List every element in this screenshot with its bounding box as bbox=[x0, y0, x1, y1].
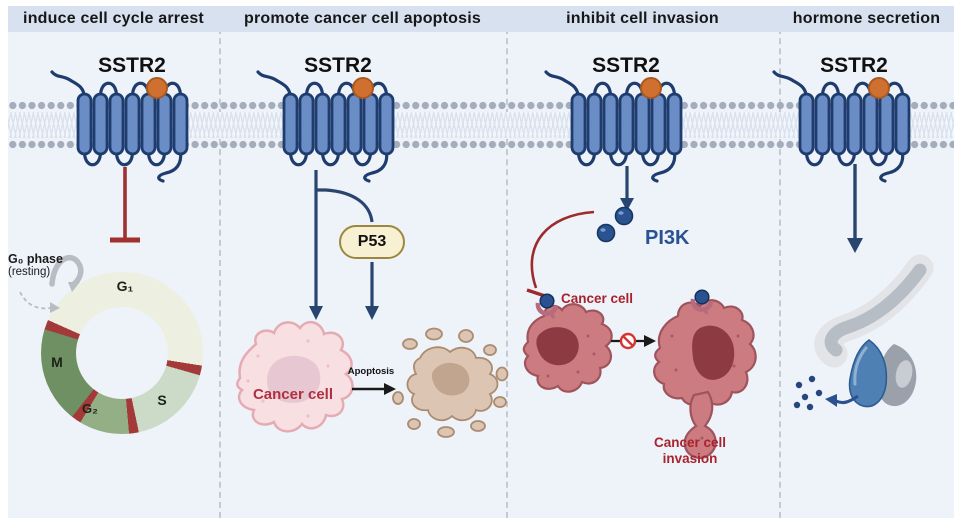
apoptosis-label: Apoptosis bbox=[347, 366, 395, 377]
pathway-graphics bbox=[19, 70, 934, 459]
receptor-bound-ligand bbox=[694, 289, 710, 305]
inhibition-tbar-arrow bbox=[110, 167, 140, 243]
panel-divider bbox=[219, 8, 221, 518]
g0-phase-text: G₀ phase bbox=[8, 252, 63, 266]
apoptosis-arrow bbox=[352, 383, 396, 395]
sstr2-receptor bbox=[50, 70, 189, 183]
arrowhead bbox=[365, 306, 379, 320]
p53-label: P53 bbox=[357, 233, 387, 250]
cancer-cell-label: Cancer cell bbox=[252, 386, 334, 403]
cancer-cell-with-receptor bbox=[522, 293, 613, 393]
receptor-label-sstr2: SSTR2 bbox=[820, 54, 888, 77]
apoptotic-cell-debris bbox=[392, 327, 509, 438]
panel-header-cell-cycle-arrest: induce cell cycle arrest bbox=[8, 6, 219, 32]
receptor-label-sstr2: SSTR2 bbox=[592, 54, 660, 77]
g0-resting-text: (resting) bbox=[8, 266, 51, 278]
cancer-cell bbox=[236, 320, 354, 433]
hormone-dots bbox=[793, 375, 823, 411]
panel-header-apoptosis: promote cancer cell apoptosis bbox=[219, 6, 506, 32]
pi3k-signal-arrow bbox=[620, 166, 634, 211]
hormone-secretion-arrow bbox=[825, 394, 859, 407]
blocked-arrow-icon bbox=[611, 332, 656, 350]
cell-cycle-s-label: S bbox=[157, 392, 167, 408]
apoptosis-signal-arrows bbox=[314, 170, 374, 307]
cell-cycle-diagram bbox=[41, 272, 203, 434]
cell-cycle-g1-label: G₁ bbox=[116, 278, 134, 294]
cancer-cell-label: Cancer cell bbox=[560, 291, 634, 306]
invasion-label-line1: Cancer cell bbox=[653, 435, 727, 450]
panel-header-hormone: hormone secretion bbox=[779, 6, 954, 32]
panel-header-invasion: inhibit cell invasion bbox=[506, 6, 779, 32]
cell-membrane-inner-leaflet bbox=[8, 138, 954, 151]
pituitary-gland bbox=[814, 254, 934, 408]
panel-divider bbox=[506, 8, 508, 518]
p53-node: P53 bbox=[339, 225, 405, 259]
sstr2-receptor bbox=[256, 70, 395, 183]
invading-cancer-cell bbox=[653, 289, 757, 459]
receptor-label-sstr2: SSTR2 bbox=[304, 54, 372, 77]
sstr2-receptor bbox=[772, 70, 911, 183]
receptor-bound-ligand bbox=[539, 293, 555, 309]
hormone-signal-arrow bbox=[847, 164, 863, 253]
pi3k-inhibition-arrow bbox=[526, 210, 595, 298]
pi3k-molecules bbox=[596, 206, 634, 243]
cell-membrane-outer-leaflet bbox=[8, 99, 954, 112]
g0-exit-arrow bbox=[49, 255, 84, 292]
g0-dashed-arrow bbox=[19, 291, 60, 313]
invasion-label-line2: invasion bbox=[662, 451, 718, 466]
panel-divider bbox=[779, 8, 781, 518]
sstr2-receptor bbox=[544, 70, 683, 183]
figure-canvas: induce cell cycle arrest promote cancer … bbox=[8, 6, 954, 518]
cancer-cell-invasion-label: Cancer cell invasion bbox=[630, 435, 750, 467]
g0-phase-label: G₀ phase (resting) bbox=[8, 252, 80, 278]
pi3k-label: PI3K bbox=[645, 227, 690, 249]
cell-cycle-g2-label: G₂ bbox=[82, 401, 98, 416]
cell-cycle-m-label: M bbox=[51, 354, 63, 370]
receptor-label-sstr2: SSTR2 bbox=[98, 54, 166, 77]
arrowhead bbox=[309, 306, 323, 320]
